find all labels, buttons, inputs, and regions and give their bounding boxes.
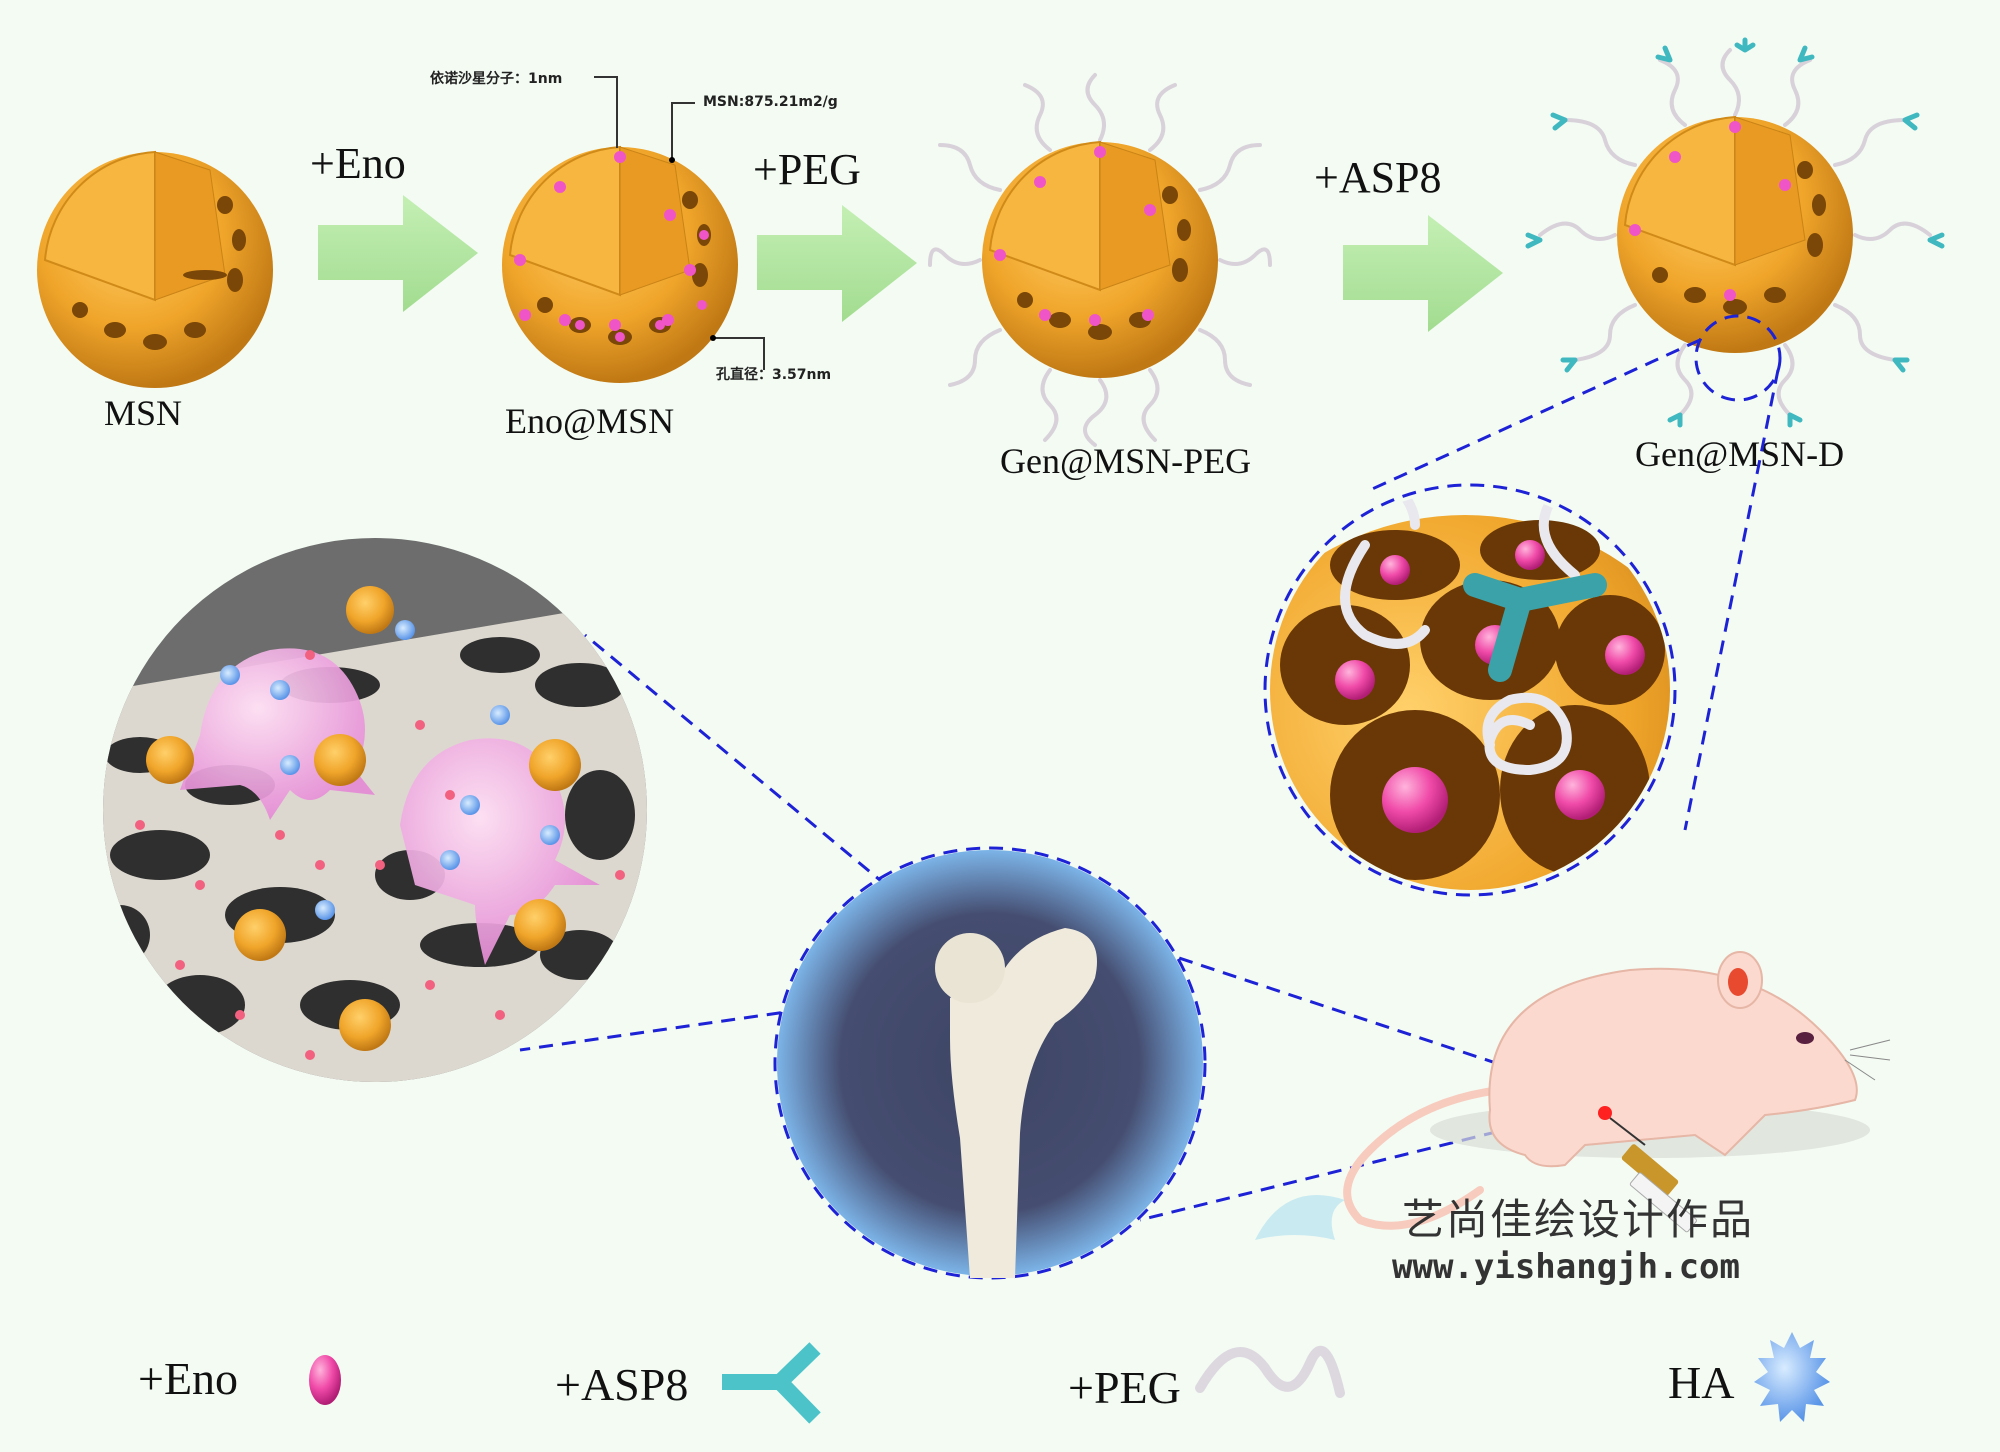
watermark-text-cn: 艺尚佳绘设计作品	[1402, 1195, 1755, 1244]
step-name-gen-msn-d: Gen@MSN-D	[1635, 434, 1845, 474]
callout-lines	[594, 76, 765, 370]
gen-msn-d-sphere-image	[1525, 37, 1945, 428]
femur-zoom-image	[777, 850, 1203, 1278]
annotation-pore-diameter: 孔直径：3.57nm	[716, 367, 832, 383]
arrow-right-icon	[757, 205, 917, 322]
bone-tissue-zoom-image	[103, 538, 647, 1082]
legend-label-peg: +PEG	[1068, 1362, 1181, 1413]
legend-label-asp8: +ASP8	[555, 1359, 689, 1410]
arrow-right-icon	[318, 195, 478, 312]
mouse-illustration	[1343, 951, 1891, 1233]
step-name-msn: MSN	[104, 393, 183, 433]
annotation-molecule-size: 依诺沙星分子：1nm	[430, 71, 563, 87]
watermark-logo	[1255, 1195, 1345, 1240]
peg-chain-icon	[1195, 1346, 1345, 1398]
gen-msn-peg-sphere-image	[928, 73, 1272, 447]
watermark-url: www.yishangjh.com	[1392, 1247, 1740, 1287]
step-reagent-eno: +Eno	[310, 139, 406, 188]
eno-molecule-icon	[309, 1355, 341, 1405]
step-reagent-peg: +PEG	[753, 145, 861, 194]
arrow-right-icon	[1343, 215, 1503, 332]
syringe-icon	[1621, 1144, 1697, 1233]
step-reagent-asp8: +ASP8	[1314, 153, 1442, 202]
eno-msn-sphere-image	[502, 145, 738, 383]
pore-detail-zoom-image	[1270, 490, 1670, 890]
legend-label-eno: +Eno	[138, 1353, 239, 1404]
ha-crystal-icon	[1754, 1332, 1830, 1422]
nanoparticle-markers	[146, 586, 581, 1051]
legend-label-ha: HA	[1668, 1357, 1735, 1408]
step-name-gen-msn-peg: Gen@MSN-PEG	[1000, 441, 1252, 481]
annotation-surface-area: MSN:875.21m2/g	[703, 94, 838, 110]
msn-sphere-image	[37, 150, 273, 388]
asp8-peptide-icon	[722, 1342, 821, 1424]
step-name-eno-msn: Eno@MSN	[505, 401, 675, 441]
